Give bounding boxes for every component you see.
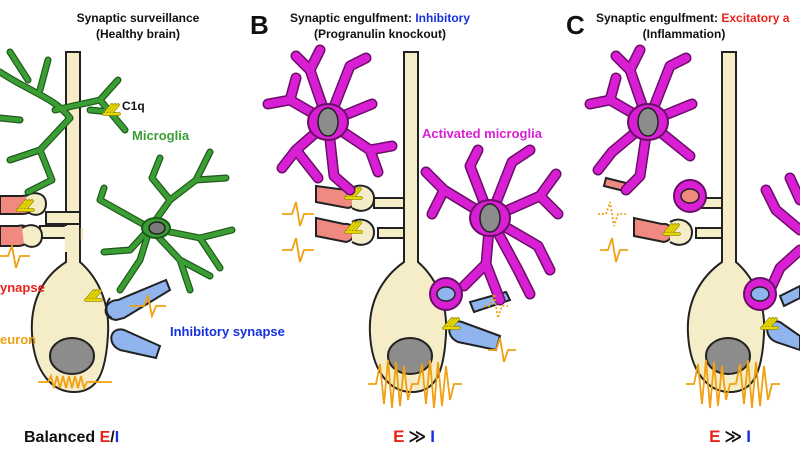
panel-b-title-line2: (Progranulin knockout): [314, 27, 446, 41]
panel-c-title-line2: (Inflammation): [643, 27, 726, 41]
balance-label-a: Balanced E/I: [24, 429, 119, 446]
neuron-nucleus-a: [49, 337, 95, 375]
ratio-c-sym: ≫: [724, 427, 742, 446]
panel-b-title-highlight: Inhibitory: [415, 11, 470, 25]
microglia-label-a: Microglia: [132, 128, 190, 143]
panel-c-title-highlight: Excitatory a: [721, 11, 789, 25]
ratio-c-e: E: [709, 427, 720, 446]
microglia-green-a: [0, 48, 236, 294]
signals-a: [0, 242, 166, 391]
ratio-c-i: I: [746, 427, 751, 446]
microglia-magenta-b1: [262, 44, 398, 196]
balance-i: I: [115, 429, 119, 446]
excitatory-synapses-a: [0, 192, 48, 248]
microglia-magenta-c1: [584, 44, 707, 213]
neuron-c: [686, 51, 766, 394]
excitatory-synapses-b: [315, 184, 376, 246]
panel-c-letter: C: [566, 10, 585, 40]
excitatory-synapse-label-a: ynapse: [0, 280, 45, 295]
inhibitory-synapses-a: [104, 278, 172, 360]
ratio-b-sym: ≫: [408, 427, 426, 446]
panel-b-title-line1: Synaptic engulfment: Inhibitory: [290, 11, 470, 25]
panel-c-title-prefix: Synaptic engulfment:: [596, 11, 721, 25]
excitatory-synapses-c: [602, 176, 694, 246]
balance-prefix: Balanced: [24, 429, 100, 446]
panel-b-title-prefix: Synaptic engulfment:: [290, 11, 415, 25]
signals-b: [282, 201, 516, 409]
panel-a-title-line2: (Healthy brain): [96, 27, 180, 41]
balance-slash: /: [110, 429, 115, 446]
microglia-magenta-c2: [743, 172, 800, 311]
activated-microglia-label-b: Activated microglia: [422, 126, 543, 141]
neuron-b: [368, 51, 448, 394]
balance-e: E: [100, 429, 111, 446]
neuron-a: [30, 51, 110, 394]
panel-b-letter: B: [250, 10, 269, 40]
panel-c: C Synaptic engulfment: Excitatory a (Inf…: [566, 10, 800, 446]
c1q-legend: C1q: [102, 99, 145, 116]
ratio-c: E≫I: [709, 427, 751, 446]
neuron-label-a: euron: [0, 332, 36, 347]
ratio-b-i: I: [430, 427, 435, 446]
ratio-b-e: E: [393, 427, 404, 446]
panel-b: B Synaptic engulfment: Inhibitory (Progr…: [250, 10, 564, 446]
inhibitory-synapse-label-a: Inhibitory synapse: [170, 324, 285, 339]
ratio-b: E≫I: [393, 427, 435, 446]
panel-c-title-line1: Synaptic engulfment: Excitatory a: [596, 11, 790, 25]
signals-c: [598, 201, 780, 409]
panel-a: Synaptic surveillance (Healthy brain): [0, 11, 285, 446]
panel-a-title-line1: Synaptic surveillance: [77, 11, 200, 25]
microglia-magenta-b2: [420, 144, 564, 311]
c1q-label: C1q: [122, 99, 145, 113]
